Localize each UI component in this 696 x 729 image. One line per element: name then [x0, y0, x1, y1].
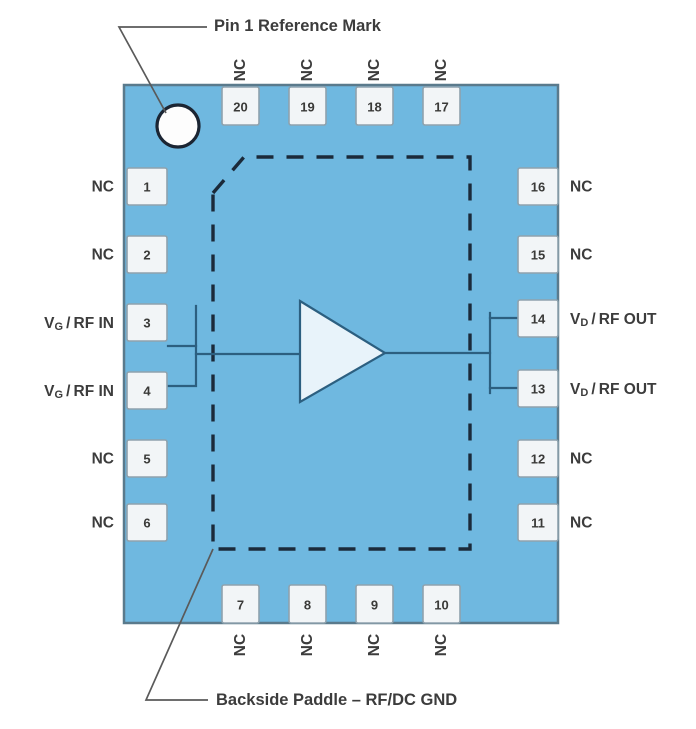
pin-3-label: VG / RF IN — [44, 315, 114, 334]
pin-10-number: 10 — [434, 598, 448, 613]
pin-6-number: 6 — [143, 516, 150, 531]
pin-18-number: 18 — [367, 100, 381, 115]
pin-17-label: NC — [433, 59, 450, 81]
pin-11-label: NC — [570, 515, 592, 532]
pin-13-label-sub: D — [580, 387, 588, 399]
pin-3[interactable]: 3 VG / RF IN — [44, 303, 168, 342]
amplifier-symbol — [298, 299, 388, 404]
pin-7[interactable]: 7 NC — [221, 584, 260, 656]
pin-15-number: 15 — [531, 248, 545, 263]
pin-2-number: 2 — [143, 248, 150, 263]
top-pin-row: 20 NC 19 NC 18 NC 17 NC — [221, 59, 461, 126]
left-pin-row: 1 NC 2 NC 3 VG / RF IN 4 — [44, 167, 168, 542]
pin-11-number: 11 — [531, 516, 545, 531]
pin-20-number: 20 — [233, 100, 247, 115]
pin-2-label: NC — [92, 247, 114, 264]
pin-9[interactable]: 9 NC — [355, 584, 394, 656]
pin-4-label-sub: G — [54, 389, 63, 401]
pin-8-number: 8 — [304, 598, 311, 613]
pin-1-number: 1 — [143, 180, 150, 195]
pin-5-label: NC — [92, 451, 114, 468]
pin-5[interactable]: 5 NC — [92, 439, 168, 478]
pin1-reference-mark-circle — [155, 103, 201, 149]
pin-1[interactable]: 1 NC — [92, 167, 168, 206]
pin-4-label-tail: / RF IN — [63, 383, 114, 400]
pin-12[interactable]: 12 NC — [517, 439, 592, 478]
pin-11[interactable]: 11 NC — [517, 503, 592, 542]
pin-17-number: 17 — [434, 100, 448, 115]
pin-4[interactable]: 4 VG / RF IN — [44, 371, 168, 410]
pin-14-label-sub: D — [580, 317, 588, 329]
pin-18[interactable]: 18 NC — [355, 59, 394, 126]
pin-14-label: VD / RF OUT — [570, 311, 657, 330]
paddle-callout-label: Backside Paddle – RF/DC GND — [216, 691, 457, 709]
pin-4-number: 4 — [143, 384, 151, 399]
pin-6[interactable]: 6 NC — [92, 503, 168, 542]
pin-8-label: NC — [299, 634, 316, 656]
bottom-pin-row: 7 NC 8 NC 9 NC 10 NC — [221, 584, 461, 656]
pin-3-label-main: V — [44, 315, 55, 332]
pin-16[interactable]: 16 NC — [517, 167, 592, 206]
pin-12-number: 12 — [531, 452, 545, 467]
pin-4-label: VG / RF IN — [44, 383, 114, 402]
pin-14-number: 14 — [531, 312, 546, 327]
pin-1-label: NC — [92, 179, 114, 196]
pin-8[interactable]: 8 NC — [288, 584, 327, 656]
pin-19-number: 19 — [300, 100, 314, 115]
output-routing — [383, 311, 520, 395]
pin-15-label: NC — [570, 247, 592, 264]
backside-paddle-outline — [211, 155, 472, 551]
pin-7-label: NC — [232, 634, 249, 656]
pin-5-number: 5 — [143, 452, 150, 467]
paddle-callout-leader — [144, 548, 214, 701]
input-routing — [166, 304, 302, 388]
right-pin-row: 16 NC 15 NC 14 VD / RF OUT 13 — [517, 167, 657, 542]
pin-9-label: NC — [366, 634, 383, 656]
pin-6-label: NC — [92, 515, 114, 532]
pin-3-label-tail: / RF IN — [63, 315, 114, 332]
pin-20[interactable]: 20 NC — [221, 59, 260, 126]
pin-13-label: VD / RF OUT — [570, 381, 657, 400]
pin1-callout-leader — [117, 26, 207, 114]
pin1-callout-label: Pin 1 Reference Mark — [214, 17, 382, 35]
pin-14[interactable]: 14 VD / RF OUT — [517, 299, 657, 338]
pin-18-label: NC — [366, 59, 383, 81]
pin-20-label: NC — [232, 59, 249, 81]
pin-17[interactable]: 17 NC — [422, 59, 461, 126]
pin-9-number: 9 — [371, 598, 378, 613]
pin-4-label-main: V — [44, 383, 55, 400]
pin-19[interactable]: 19 NC — [288, 59, 327, 126]
pin-2[interactable]: 2 NC — [92, 235, 168, 274]
pin-19-label: NC — [299, 59, 316, 81]
pin-10-label: NC — [433, 634, 450, 656]
pin-13-label-main: V — [570, 381, 581, 398]
pin-13-label-tail: / RF OUT — [588, 381, 657, 398]
pin-10[interactable]: 10 NC — [422, 584, 461, 656]
pin-3-number: 3 — [143, 316, 150, 331]
pin-14-label-tail: / RF OUT — [588, 311, 657, 328]
pin-13[interactable]: 13 VD / RF OUT — [517, 369, 657, 408]
pin-16-label: NC — [570, 179, 592, 196]
pin-12-label: NC — [570, 451, 592, 468]
pin-7-number: 7 — [237, 598, 244, 613]
pin-3-label-sub: G — [54, 321, 63, 333]
pin-13-number: 13 — [531, 382, 545, 397]
pin-14-label-main: V — [570, 311, 581, 328]
pin-16-number: 16 — [531, 180, 545, 195]
pin-15[interactable]: 15 NC — [517, 235, 592, 274]
